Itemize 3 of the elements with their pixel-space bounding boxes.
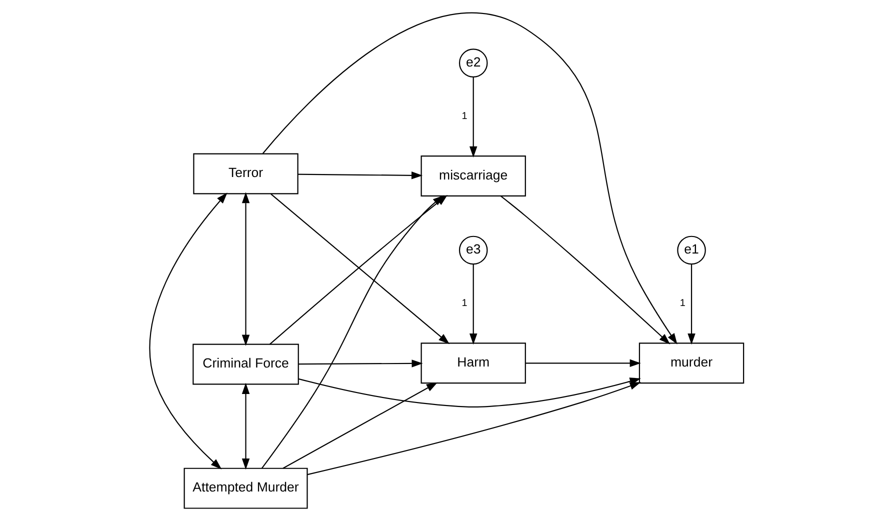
edge-label: 1	[462, 110, 468, 122]
edge-label: 1	[680, 298, 686, 310]
edge-label: 1	[462, 298, 468, 310]
